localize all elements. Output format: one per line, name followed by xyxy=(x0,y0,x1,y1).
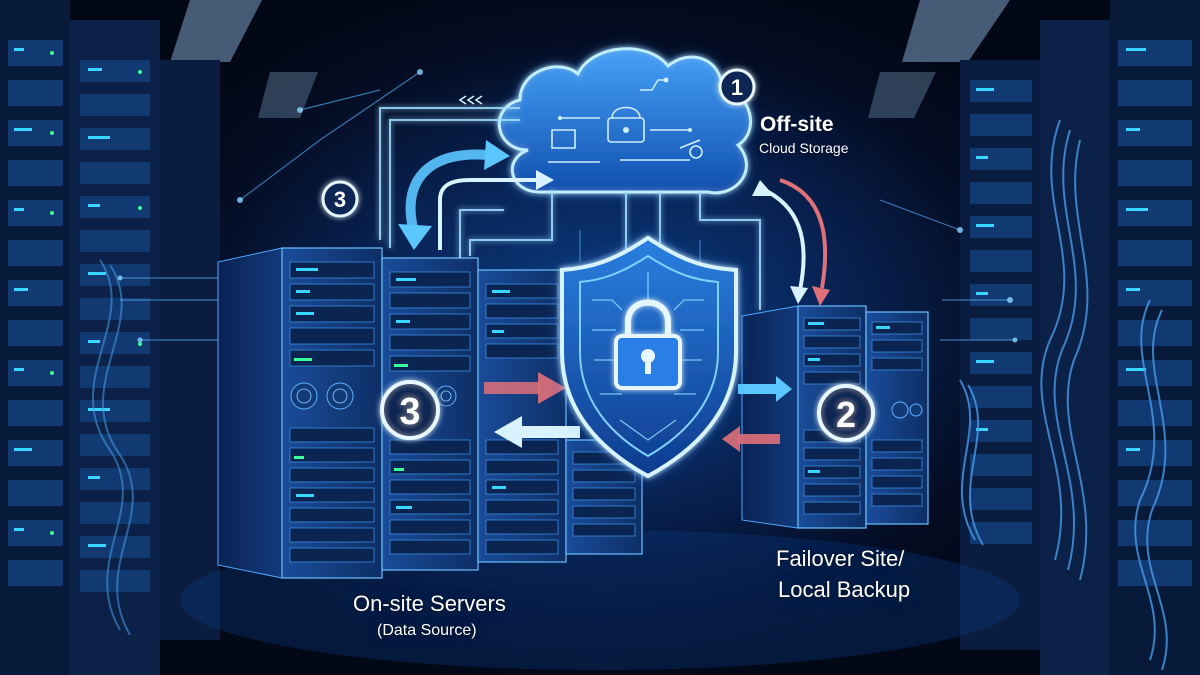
onsite-title: On-site Servers xyxy=(353,591,506,616)
badge-cloud-text: 1 xyxy=(731,75,743,100)
circuit-nodes xyxy=(117,69,1018,343)
failover-title-line2: Local Backup xyxy=(778,577,911,602)
badge-onsite-top-text: 3 xyxy=(334,187,346,212)
flow-chevrons xyxy=(458,95,483,105)
right-server-wall xyxy=(92,0,1200,675)
cloud-icon xyxy=(497,47,753,195)
badge-failover: 2 xyxy=(817,384,875,442)
badge-onsite: 3 xyxy=(380,380,440,440)
arrow-icon xyxy=(398,140,830,306)
badge-failover-text: 2 xyxy=(836,394,856,435)
left-server-wall xyxy=(0,0,220,675)
badge-onsite-text: 3 xyxy=(399,391,420,433)
offsite-subtitle: Cloud Storage xyxy=(759,140,849,156)
onsite-subtitle: (Data Source) xyxy=(377,622,477,639)
ceiling-lights xyxy=(170,0,1010,118)
failover-title-line1: Failover Site/ xyxy=(776,546,905,571)
badge-onsite-top: 3 xyxy=(321,180,359,218)
offsite-title: Off-site xyxy=(760,113,834,136)
circuit-traces xyxy=(120,71,1015,341)
sync-arrows xyxy=(484,372,792,452)
badge-cloud: 1 xyxy=(718,68,756,106)
padlock-icon xyxy=(614,299,682,390)
